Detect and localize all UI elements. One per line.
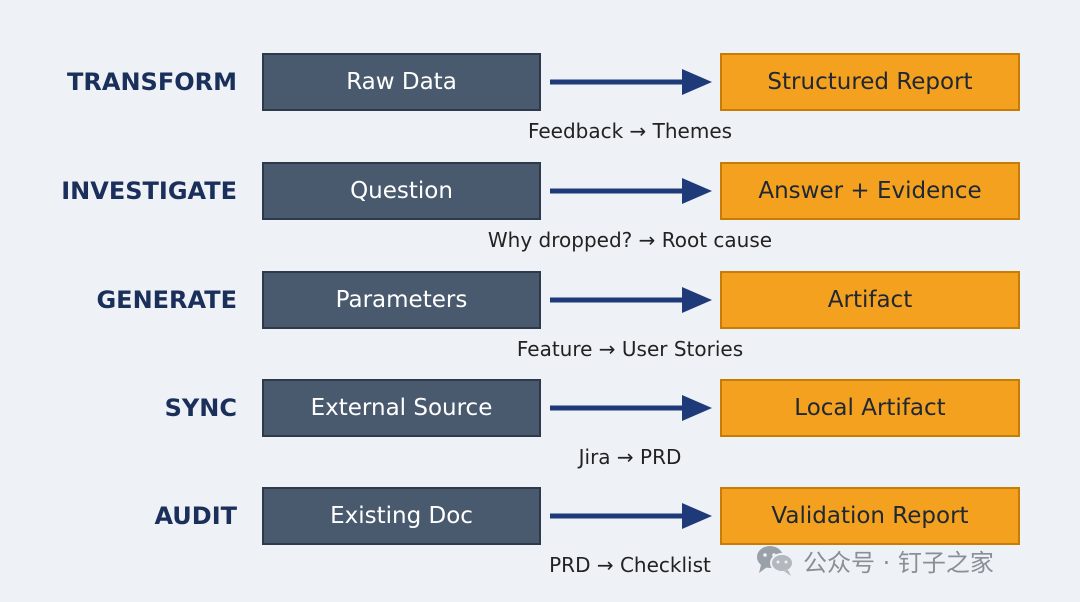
row-transform: TRANSFORM Raw Data Structured Report Fee… <box>0 53 1080 163</box>
arrow-right-icon <box>550 395 712 421</box>
row-label: TRANSFORM <box>67 68 237 96</box>
output-box: Answer + Evidence <box>720 162 1020 220</box>
input-box: Raw Data <box>262 53 541 111</box>
example-caption: Feedback → Themes <box>527 119 733 143</box>
output-box: Artifact <box>720 271 1020 329</box>
wechat-icon <box>757 546 794 576</box>
row-sync: SYNC External Source Local Artifact Jira… <box>0 379 1080 489</box>
watermark-text: 公众号 · 钉子之家 <box>803 548 994 577</box>
arrow-right-icon <box>550 69 712 95</box>
example-caption: Jira → PRD <box>578 445 682 469</box>
arrow-right-icon <box>550 503 712 529</box>
row-label: INVESTIGATE <box>61 177 237 205</box>
watermark: 公众号 · 钉子之家 <box>755 540 994 580</box>
input-box: Parameters <box>262 271 541 329</box>
input-box: External Source <box>262 379 541 437</box>
row-label: AUDIT <box>154 502 237 530</box>
row-audit: AUDIT Existing Doc Validation Report PRD… <box>0 487 1080 597</box>
arrow-right-icon <box>550 178 712 204</box>
output-box: Structured Report <box>720 53 1020 111</box>
example-caption: Why dropped? → Root cause <box>487 228 773 252</box>
row-investigate: INVESTIGATE Question Answer + Evidence W… <box>0 162 1080 272</box>
output-box: Validation Report <box>720 487 1020 545</box>
example-caption: PRD → Checklist <box>549 553 711 577</box>
row-label: GENERATE <box>96 286 237 314</box>
arrow-right-icon <box>550 287 712 313</box>
input-box: Existing Doc <box>262 487 541 545</box>
input-box: Question <box>262 162 541 220</box>
example-caption: Feature → User Stories <box>516 337 744 361</box>
output-box: Local Artifact <box>720 379 1020 437</box>
row-generate: GENERATE Parameters Artifact Feature → U… <box>0 271 1080 381</box>
row-label: SYNC <box>164 394 237 422</box>
